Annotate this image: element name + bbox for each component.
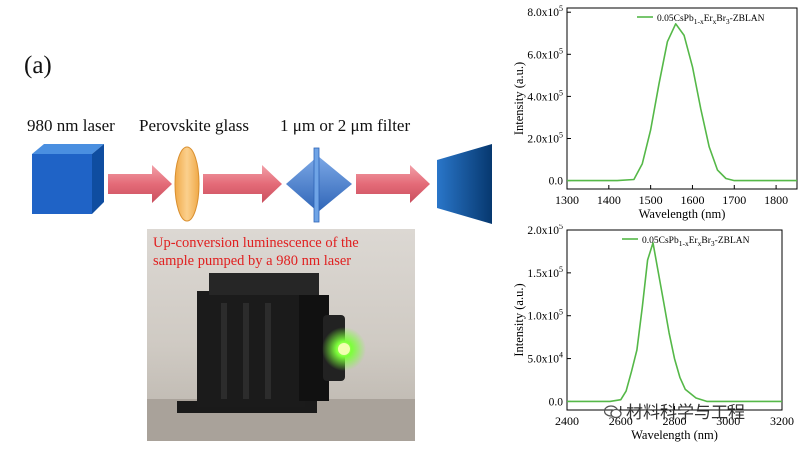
stage-label-glass: Perovskite glass — [139, 116, 250, 135]
beam-arrow — [203, 165, 282, 203]
x-tick-label: 2400 — [555, 414, 579, 428]
spectrum-chart-1um: 1300 1400 1500 1600 1700 1800 0.0 2.0x105 4.0x10… — [512, 4, 798, 221]
y-tick-label: 0.0 — [549, 396, 564, 408]
watermark: 材料科学与工程 — [603, 398, 745, 423]
x-tick-label: 3000 — [716, 414, 740, 428]
optical-setup-diagram — [32, 144, 492, 224]
legend-entry: 0.05CsPb1-xErxBr3-ZBLAN — [642, 236, 750, 248]
plot-frame — [566, 7, 798, 190]
x-tick-label: 2800 — [663, 414, 687, 428]
beam-arrow — [356, 165, 430, 203]
detector — [437, 144, 492, 224]
photo-caption: Up-conversion luminescence of the sample… — [153, 234, 359, 270]
wechat-icon — [603, 404, 622, 418]
x-tick-label: 1500 — [639, 193, 663, 207]
x-tick-label: 1400 — [597, 193, 621, 207]
laser-source — [32, 144, 104, 214]
y-axis-label: Intensity (a.u.) — [512, 62, 526, 135]
x-tick-label: 3200 — [770, 414, 794, 428]
y-tick-label: 5.0x104 — [527, 351, 563, 366]
y-tick-label: 2.0x105 — [527, 130, 563, 145]
y-tick-label: 2.0x105 — [527, 224, 563, 237]
sample-photo: Up-conversion luminescence of the sample… — [147, 229, 415, 441]
x-tick-label: 1600 — [680, 193, 704, 207]
stage-label-filter: 1 μm or 2 μm filter — [280, 116, 411, 135]
legend-entry: 0.05CsPb1-xErxBr3-ZBLAN — [657, 14, 765, 26]
x-axis-label: Wavelength (nm) — [631, 428, 718, 442]
x-tick-label: 1700 — [722, 193, 746, 207]
photo-caption-line-1: Up-conversion luminescence of the — [153, 235, 359, 251]
y-tick-label: 4.0x105 — [527, 88, 563, 103]
y-tick-label: 6.0x105 — [527, 46, 563, 61]
photo-caption-line-2: sample pumped by a 980 nm laser — [153, 253, 352, 269]
x-tick-label: 1800 — [764, 193, 788, 207]
spectrum-line — [567, 22, 797, 182]
filter-prism — [286, 147, 352, 223]
y-axis-label: Intensity (a.u.) — [512, 283, 526, 356]
perovskite-glass — [174, 146, 200, 222]
y-tick-label: 0.0 — [549, 176, 564, 188]
stage-label-laser: 980 nm laser — [27, 116, 115, 135]
spectrum-line — [567, 242, 782, 403]
x-axis-label: Wavelength (nm) — [639, 207, 726, 221]
y-tick-label: 1.5x105 — [527, 265, 563, 280]
plot-frame — [566, 229, 783, 411]
watermark-text: 材料科学与工程 — [626, 403, 745, 423]
panel-label: (a) — [24, 52, 52, 79]
x-tick-label: 1300 — [555, 193, 579, 207]
beam-arrow — [108, 165, 172, 203]
y-tick-label: 1.0x105 — [527, 308, 563, 323]
y-tick-label: 8.0x105 — [527, 4, 563, 19]
